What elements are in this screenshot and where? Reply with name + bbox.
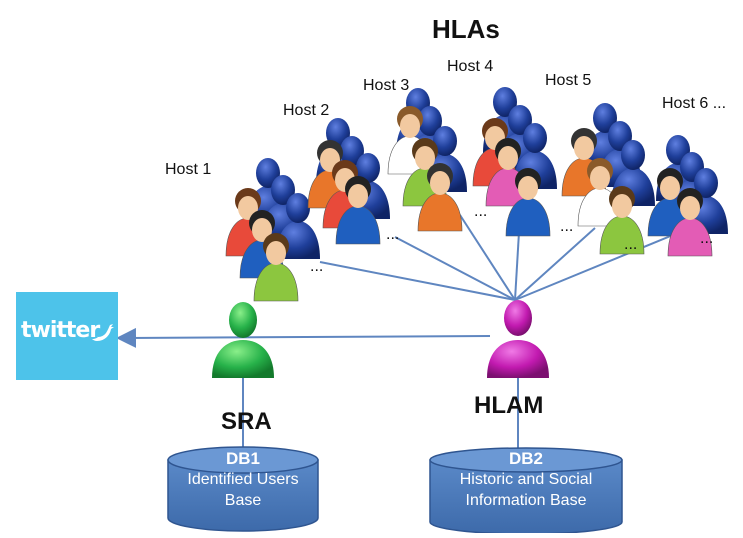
host-2-person <box>335 176 381 245</box>
hlam-to-twitter-arrow <box>116 327 491 348</box>
sra-head <box>229 302 257 338</box>
hlam-figure <box>487 300 549 378</box>
host-3-person <box>417 163 463 232</box>
db1-line2: Base <box>224 492 262 509</box>
sra-body <box>212 340 274 378</box>
sra-figure <box>212 302 274 378</box>
db1-line1: Identified Users <box>187 471 299 488</box>
host-label-4: Host 4 <box>447 58 494 75</box>
twitter-logo: twitter <box>16 292 118 380</box>
connector-host-1 <box>319 261 516 301</box>
db2-line1: Historic and Social <box>459 471 593 488</box>
twitter-wordmark: twitter <box>21 318 100 343</box>
hlam-body <box>487 340 549 378</box>
connector-host-2 <box>394 236 516 301</box>
host-label-3: Host 3 <box>363 77 410 94</box>
host-label-2: Host 2 <box>283 102 330 119</box>
db2-line2: Information Base <box>465 492 587 509</box>
host-4-person <box>505 168 551 237</box>
host-5-person <box>599 186 645 255</box>
diagram-title: HLAs <box>432 14 500 44</box>
twitter-bird-icon <box>92 324 114 341</box>
host-2-ellipsis: ... <box>386 226 400 243</box>
host-5b-ellipsis: ... <box>624 236 638 253</box>
db1-id: DB1 <box>225 449 260 468</box>
hlam-host-connectors <box>319 214 691 301</box>
host-4-ellipsis: ... <box>474 203 488 220</box>
db2-cylinder <box>429 447 623 535</box>
db1-cylinder <box>167 446 319 532</box>
connector-host-3 <box>459 214 516 301</box>
host-label-5: Host 5 <box>545 72 592 89</box>
sra-label: SRA <box>221 408 272 435</box>
connector-host-5 <box>514 227 596 301</box>
db1-text: DB1 Identified Users Base <box>168 448 318 511</box>
host-6-ellipsis: ... <box>700 230 714 247</box>
connector-host-6 <box>514 227 691 301</box>
host-1-person <box>253 233 299 302</box>
db2-id: DB2 <box>508 449 543 468</box>
host-4-person <box>485 138 531 207</box>
db2-text: DB2 Historic and Social Information Base <box>430 448 622 511</box>
host-1-ellipsis: ... <box>310 258 324 275</box>
host-crowds <box>225 87 728 302</box>
hlam-label: HLAM <box>474 392 544 419</box>
host-label-6: Host 6 ... <box>662 95 727 112</box>
host-5-ellipsis: ... <box>560 218 574 235</box>
host-6-person <box>667 188 713 257</box>
host-label-1: Host 1 <box>165 161 212 178</box>
hlam-head <box>504 300 532 336</box>
